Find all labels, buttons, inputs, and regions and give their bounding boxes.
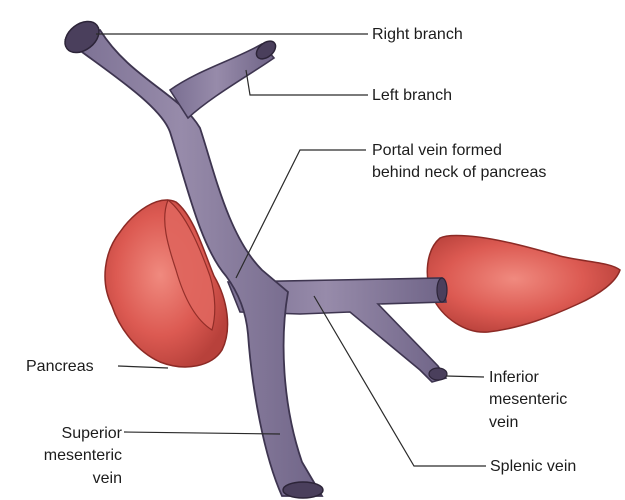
label-inferior-line2: mesenteric — [489, 390, 567, 409]
leader-inferior-mesenteric — [446, 376, 484, 377]
label-splenic-vein: Splenic vein — [490, 457, 576, 476]
splenic-opening — [437, 278, 447, 302]
leader-superior-mesenteric — [124, 432, 280, 434]
label-inferior-line3: vein — [489, 413, 518, 432]
label-left-branch: Left branch — [372, 86, 452, 105]
label-superior-line2: mesenteric — [10, 446, 122, 465]
label-portal-vein-line1: Portal vein formed — [372, 141, 502, 160]
label-superior-line1: Superior — [10, 424, 122, 443]
pancreas-tail — [427, 235, 620, 332]
label-inferior-line1: Inferior — [489, 368, 539, 387]
leader-left-branch — [246, 70, 368, 95]
superior-mesenteric-opening — [283, 482, 323, 498]
leader-portal-vein — [236, 150, 366, 278]
inferior-mesenteric-opening — [429, 368, 447, 380]
label-superior-line3: vein — [10, 469, 122, 488]
label-pancreas: Pancreas — [26, 357, 94, 376]
label-portal-vein-line2: behind neck of pancreas — [372, 163, 546, 182]
label-right-branch: Right branch — [372, 25, 463, 44]
leader-pancreas — [118, 366, 168, 368]
